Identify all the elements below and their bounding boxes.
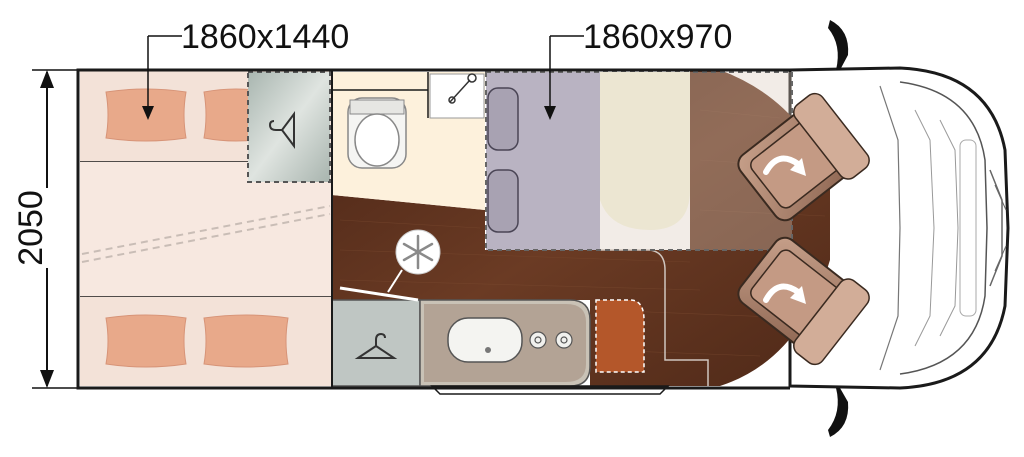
rear-bed-callout: 1860x1440 xyxy=(142,18,349,120)
fridge-door-line xyxy=(339,286,419,302)
right-mirror-icon xyxy=(828,388,849,437)
dinette-bench xyxy=(486,72,600,250)
swivel-arrow-icon xyxy=(763,283,806,304)
left-mirror-icon xyxy=(828,20,849,70)
width-dimension: 2050 xyxy=(12,69,80,389)
living-floor xyxy=(332,70,830,386)
toilet-icon xyxy=(349,99,405,167)
dinette-table xyxy=(600,72,690,230)
hanger-icon xyxy=(268,111,295,149)
rear-wardrobe xyxy=(247,71,331,183)
dinette-bed-callout: 1860x970 xyxy=(544,18,732,120)
pillow-icon xyxy=(105,314,187,368)
width-dimension-label: 2050 xyxy=(12,190,50,266)
swivel-arrow-icon xyxy=(763,155,806,176)
dinette-bed-dimension-label: 1860x970 xyxy=(583,18,732,56)
sink-icon xyxy=(447,317,523,363)
body-outline xyxy=(76,68,790,390)
snowflake-icon xyxy=(395,229,441,275)
kitchen-bin xyxy=(595,299,645,373)
hob-burner-icon xyxy=(529,331,573,349)
fridge-pointer-line xyxy=(387,269,403,293)
shower-tap-icon xyxy=(448,73,477,104)
hanger-icon xyxy=(354,332,398,359)
rear-bed-dimension-label: 1860x1440 xyxy=(181,18,349,56)
pillow-icon xyxy=(203,314,289,368)
